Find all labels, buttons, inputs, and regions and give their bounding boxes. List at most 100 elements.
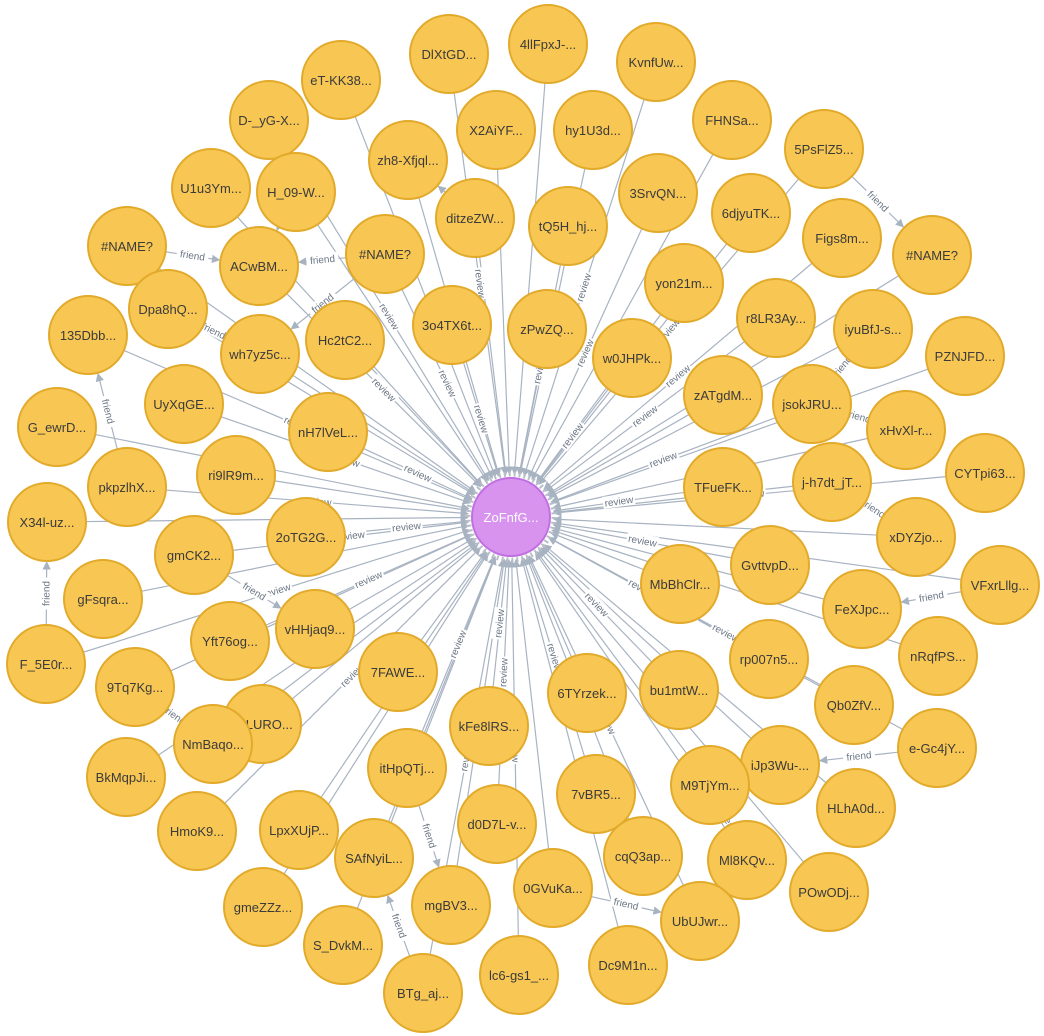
node-circle[interactable]: [301, 40, 381, 120]
graph-node[interactable]: ACwBM...: [219, 226, 299, 306]
node-circle[interactable]: [784, 109, 864, 189]
review-edge[interactable]: [519, 557, 619, 928]
graph-node[interactable]: rp007n5...: [729, 619, 809, 699]
node-circle[interactable]: [256, 152, 336, 232]
node-circle[interactable]: [618, 153, 698, 233]
graph-node[interactable]: DlXtGD...: [409, 14, 489, 94]
node-circle[interactable]: [383, 953, 463, 1033]
graph-node[interactable]: MbBhClr...: [640, 544, 720, 624]
node-circle[interactable]: [220, 314, 300, 394]
node-circle[interactable]: [86, 737, 166, 817]
node-circle[interactable]: [711, 173, 791, 253]
node-circle[interactable]: [528, 186, 608, 266]
graph-node[interactable]: 9Tq7Kg...: [95, 647, 175, 727]
graph-node[interactable]: UyXqGE...: [144, 364, 224, 444]
graph-node[interactable]: F_5E0r...: [6, 624, 86, 704]
review-edge[interactable]: [547, 413, 690, 497]
node-circle[interactable]: [479, 935, 559, 1015]
graph-node[interactable]: BkMqpJi...: [86, 737, 166, 817]
graph-node[interactable]: Figs8m...: [802, 198, 882, 278]
graph-node[interactable]: U1u3Ym...: [171, 148, 251, 228]
node-circle[interactable]: [48, 295, 128, 375]
node-circle[interactable]: [802, 198, 882, 278]
review-edge[interactable]: [158, 267, 477, 493]
node-circle[interactable]: [866, 390, 946, 470]
graph-node[interactable]: HLhA0d...: [816, 768, 896, 848]
review-edge[interactable]: [291, 543, 479, 700]
graph-node[interactable]: TFueFK...: [683, 447, 763, 527]
graph-node[interactable]: 4llFpxJ-...: [508, 4, 588, 84]
node-circle[interactable]: [683, 355, 763, 435]
graph-node[interactable]: tQ5H_hj...: [528, 186, 608, 266]
graph-node[interactable]: G_ewrD...: [17, 387, 97, 467]
graph-node[interactable]: 6djyuTK...: [711, 173, 791, 253]
node-circle[interactable]: [897, 708, 977, 788]
node-circle[interactable]: [639, 650, 719, 730]
graph-node[interactable]: #NAME?: [892, 215, 972, 295]
node-circle[interactable]: [730, 525, 810, 605]
node-circle[interactable]: [707, 820, 787, 900]
graph-node[interactable]: zATgdM...: [683, 355, 763, 435]
node-circle[interactable]: [367, 728, 447, 808]
node-circle[interactable]: [660, 881, 740, 961]
node-circle[interactable]: [229, 80, 309, 160]
graph-node[interactable]: xHvXl-r...: [866, 390, 946, 470]
graph-node[interactable]: bu1mtW...: [639, 650, 719, 730]
node-circle[interactable]: [553, 90, 633, 170]
node-circle[interactable]: [513, 848, 593, 928]
review-edge[interactable]: [510, 82, 546, 475]
node-circle[interactable]: [266, 497, 346, 577]
graph-node[interactable]: iJp3Wu-...: [740, 725, 820, 805]
graph-node[interactable]: nH7lVeL...: [288, 392, 368, 472]
node-circle[interactable]: [223, 867, 303, 947]
graph-node[interactable]: nRqfPS...: [898, 616, 978, 696]
graph-node[interactable]: NmBaqo...: [173, 704, 253, 784]
graph-node[interactable]: Ml8KQv...: [707, 820, 787, 900]
graph-node[interactable]: yon21m...: [644, 243, 724, 323]
graph-node[interactable]: e-Gc4jY...: [897, 708, 977, 788]
node-circle[interactable]: [259, 790, 339, 870]
graph-node[interactable]: Dpa8hQ...: [128, 269, 208, 349]
node-circle[interactable]: [6, 624, 86, 704]
graph-node[interactable]: ri9lR9m...: [196, 435, 276, 515]
graph-node[interactable]: Yft76og...: [190, 601, 270, 681]
node-circle[interactable]: [616, 22, 696, 102]
graph-node[interactable]: 135Dbb...: [48, 295, 128, 375]
graph-node[interactable]: D-_yG-X...: [229, 80, 309, 160]
graph-node[interactable]: xDYZjo...: [876, 497, 956, 577]
node-circle[interactable]: [196, 435, 276, 515]
node-circle[interactable]: [368, 120, 448, 200]
graph-node[interactable]: hy1U3d...: [553, 90, 633, 170]
node-circle[interactable]: [457, 784, 537, 864]
graph-node[interactable]: H_09-W...: [256, 152, 336, 232]
graph-node[interactable]: #NAME?: [87, 206, 167, 286]
node-circle[interactable]: [305, 300, 385, 380]
graph-node[interactable]: 0GVuKa...: [513, 848, 593, 928]
node-circle[interactable]: [547, 653, 627, 733]
node-circle[interactable]: [945, 433, 1025, 513]
graph-node[interactable]: VFxrLllg...: [960, 545, 1040, 625]
graph-node[interactable]: BTg_aj...: [383, 953, 463, 1033]
node-circle[interactable]: [508, 4, 588, 84]
graph-node[interactable]: eT-KK38...: [301, 40, 381, 120]
graph-node[interactable]: 7FAWE...: [358, 632, 438, 712]
node-circle[interactable]: [898, 616, 978, 696]
node-circle[interactable]: [144, 364, 224, 444]
node-circle[interactable]: [345, 214, 425, 294]
node-circle[interactable]: [449, 686, 529, 766]
node-circle[interactable]: [275, 589, 355, 669]
node-circle[interactable]: [190, 601, 270, 681]
node-circle[interactable]: [219, 226, 299, 306]
graph-node[interactable]: SAfNyiL...: [334, 818, 414, 898]
graph-node[interactable]: Dc9M1n...: [588, 925, 668, 1005]
node-circle[interactable]: [171, 148, 251, 228]
review-edge[interactable]: [541, 545, 752, 740]
node-circle[interactable]: [128, 269, 208, 349]
node-circle[interactable]: [729, 619, 809, 699]
graph-node[interactable]: PZNJFD...: [925, 316, 1005, 396]
review-edge[interactable]: [348, 537, 475, 611]
graph-node[interactable]: zPwZQ...: [507, 289, 587, 369]
node-circle[interactable]: [925, 316, 1005, 396]
